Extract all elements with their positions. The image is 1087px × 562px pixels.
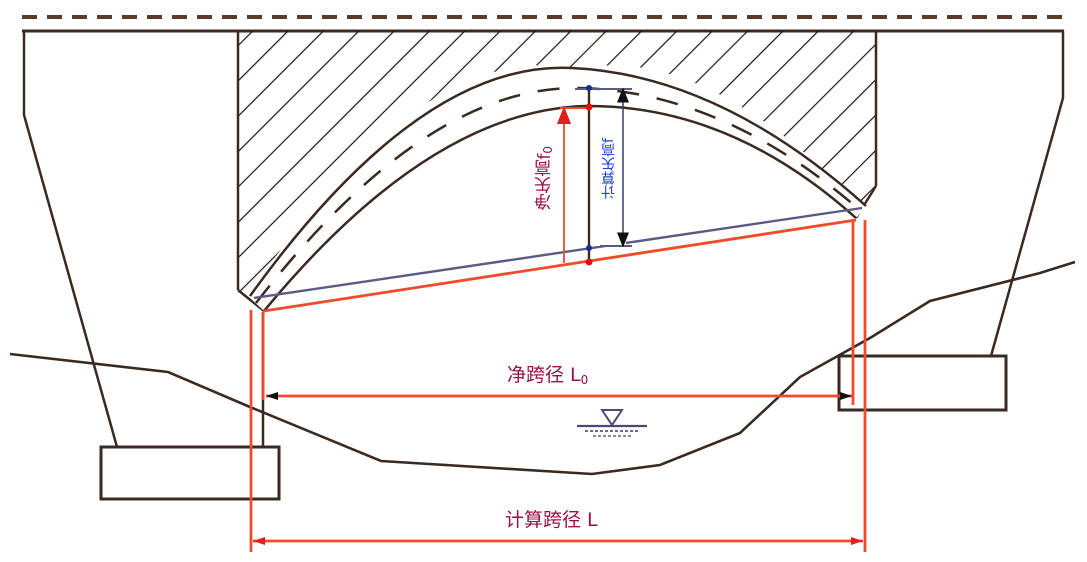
calc-span-text: 计算跨径 L (505, 509, 598, 531)
arch-intrados (263, 104, 857, 312)
ground-profile (9, 260, 1076, 476)
net-span-subscript: 0 (580, 373, 589, 387)
crown-point-top (586, 85, 592, 91)
left-skewback (237, 289, 265, 312)
left-footing (99, 445, 281, 501)
net-rise-subscript: 0 (541, 146, 555, 154)
net-rise-label: 净矢高f0 (532, 146, 557, 211)
calc-span-label: 计算跨径 L (505, 505, 598, 532)
calc-rise-label: 计算矢高f (599, 138, 619, 199)
net-span-label: 净跨径 L0 (505, 360, 591, 387)
chord-point-net (585, 258, 593, 266)
left-abutment (22, 31, 119, 448)
net-span-text: 净跨径 L (507, 364, 581, 386)
calc-span-chord (253, 206, 863, 300)
net-span-arrow-right (840, 392, 852, 400)
right-footing (837, 354, 1008, 412)
net-rise-text: 净矢高f (535, 153, 555, 211)
calc-span-arrow-left (253, 537, 265, 545)
arch-extrados (248, 66, 867, 297)
crown-point-intrados (585, 103, 593, 111)
water-level-icon (577, 409, 647, 437)
calc-rise-text: 计算矢高f (601, 138, 617, 199)
net-span-chord (263, 218, 857, 313)
chord-point-calc (586, 245, 592, 251)
net-span-arrow-left (266, 392, 278, 400)
arch-ring-fill (248, 65, 867, 311)
right-abutment (989, 31, 1065, 357)
calc-span-arrow-right (851, 537, 863, 545)
